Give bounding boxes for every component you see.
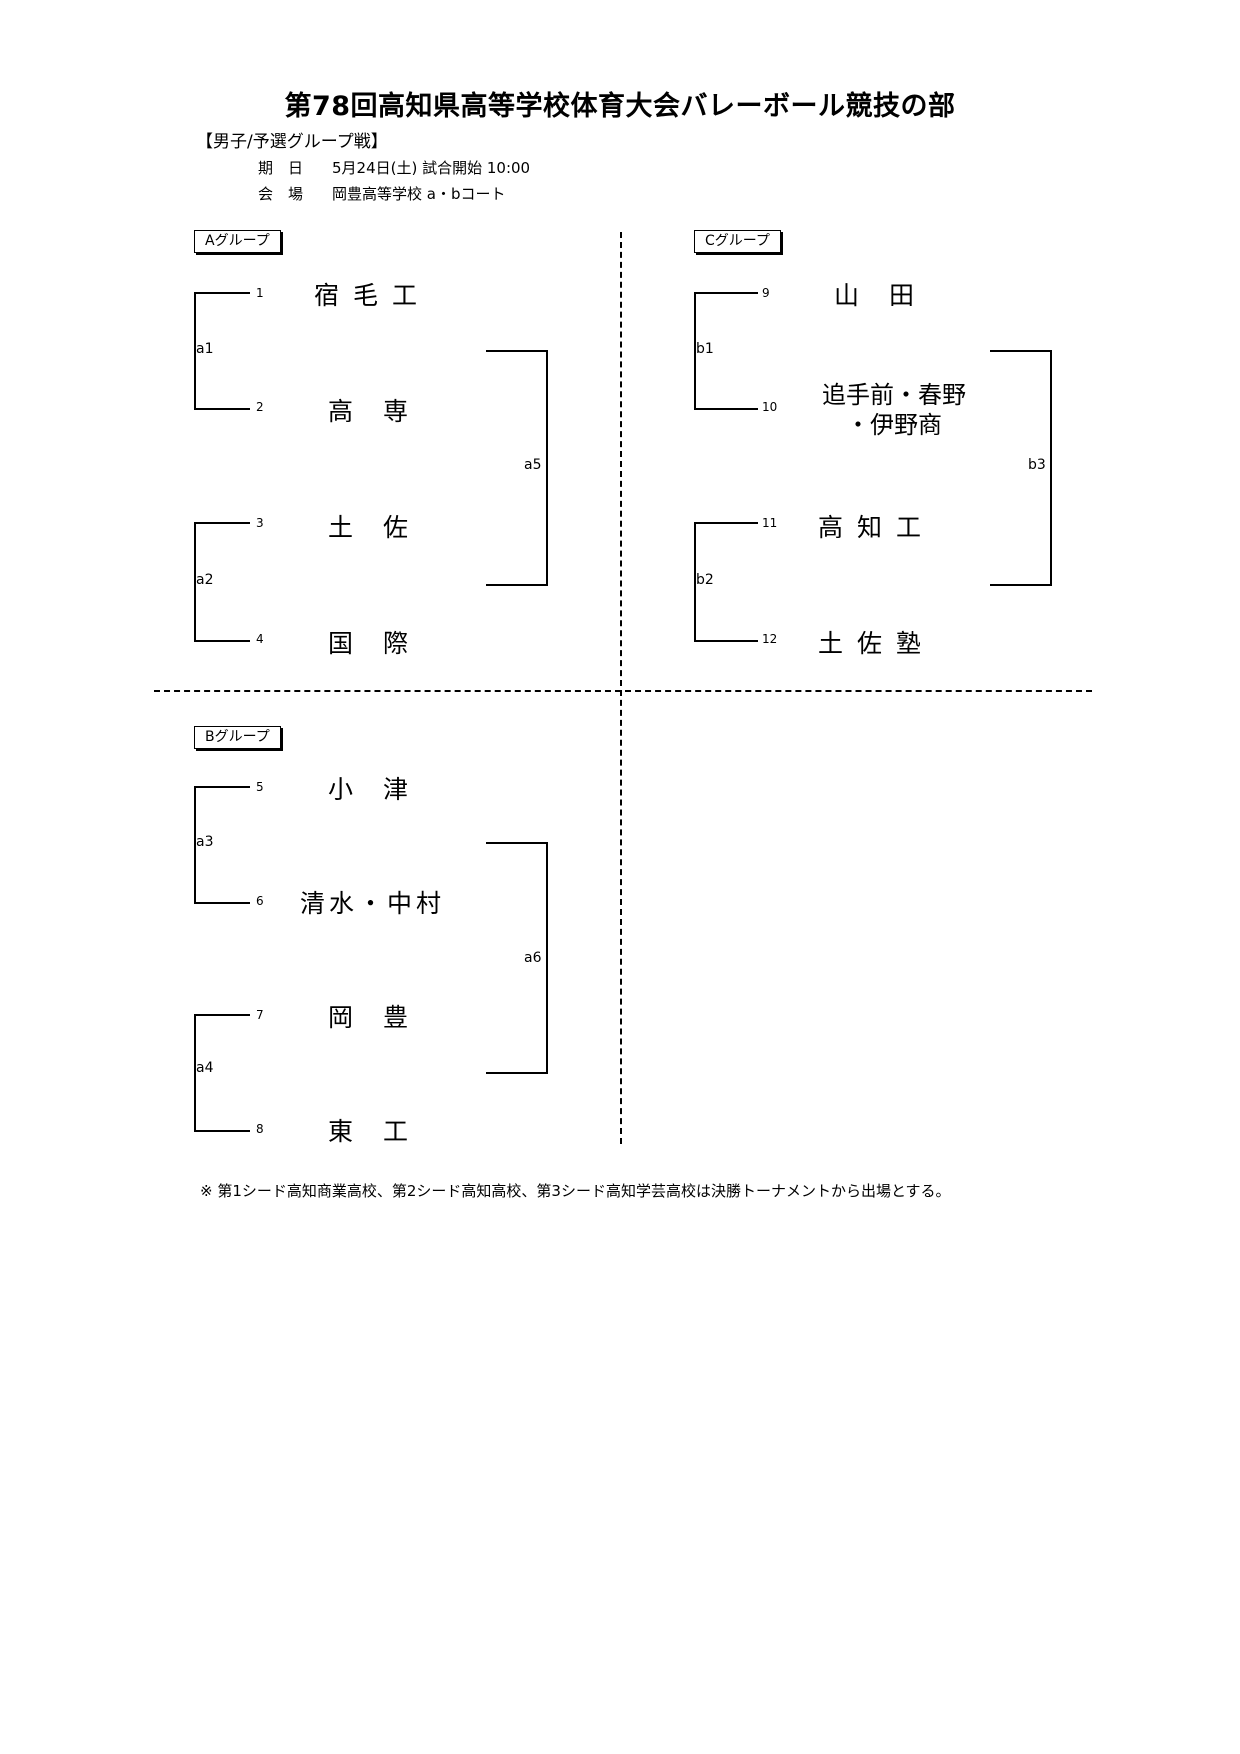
team-number: 11 <box>762 516 778 530</box>
team-name: 岡豊 <box>328 1003 439 1032</box>
date-label: 期 日 <box>258 159 304 177</box>
team-name: 追手前・春野 ・伊野商 <box>814 380 974 440</box>
bracket-b2 <box>694 522 758 642</box>
venue-label: 会 場 <box>258 185 304 203</box>
team-name: 山田 <box>834 281 945 310</box>
venue-value: 岡豊高等学校 a・bコート <box>332 185 506 203</box>
page-title: 第78回高知県高等学校体育大会バレーボール競技の部 <box>284 91 956 122</box>
bracket-a4 <box>194 1014 250 1132</box>
group-b-label: Bグループ <box>194 726 281 749</box>
team-number: 5 <box>256 780 264 794</box>
team-number: 3 <box>256 516 264 530</box>
match-label: a6 <box>524 950 542 966</box>
group-a-label: Aグループ <box>194 230 281 253</box>
bracket-a1 <box>194 292 250 410</box>
match-label: a4 <box>196 1060 214 1076</box>
team-name: 小津 <box>328 775 439 804</box>
team-name: 土佐塾 <box>818 629 936 658</box>
team-name: 清水・中村 <box>300 889 446 918</box>
bracket-a2 <box>194 522 250 642</box>
match-label: a1 <box>196 341 214 357</box>
team-name-line: 追手前・春野 <box>822 381 966 409</box>
team-name: 土佐 <box>328 513 439 542</box>
match-label: a3 <box>196 834 214 850</box>
match-label: b1 <box>696 341 714 357</box>
team-number: 8 <box>256 1122 264 1136</box>
match-label: b3 <box>1028 457 1046 473</box>
team-name: 宿毛工 <box>314 281 432 310</box>
footnote: ※ 第1シード高知商業高校、第2シード高知高校、第3シード高知学芸高校は決勝トー… <box>200 1182 951 1200</box>
bracket-b1 <box>694 292 758 410</box>
team-name: 東工 <box>328 1117 439 1146</box>
match-label: a2 <box>196 572 214 588</box>
bracket-a5 <box>486 350 548 586</box>
team-name: 高知工 <box>818 513 936 542</box>
match-label: a5 <box>524 457 542 473</box>
team-number: 4 <box>256 632 264 646</box>
match-label: b2 <box>696 572 714 588</box>
team-name-line: ・伊野商 <box>846 411 942 439</box>
vertical-divider <box>620 232 622 1144</box>
group-c-label: Cグループ <box>694 230 781 253</box>
team-name: 国際 <box>328 629 439 658</box>
bracket-a3 <box>194 786 250 904</box>
horizontal-divider <box>154 690 1092 692</box>
bracket-b3 <box>990 350 1052 586</box>
team-number: 12 <box>762 632 778 646</box>
team-number: 7 <box>256 1008 264 1022</box>
team-number: 10 <box>762 400 778 414</box>
team-number: 6 <box>256 894 264 908</box>
bracket-a6 <box>486 842 548 1074</box>
team-number: 1 <box>256 286 264 300</box>
team-number: 2 <box>256 400 264 414</box>
team-name: 高専 <box>328 397 439 426</box>
date-value: 5月24日(土) 試合開始 10:00 <box>332 159 531 177</box>
section-subtitle: 【男子/予選グループ戦】 <box>196 132 388 152</box>
team-number: 9 <box>762 286 770 300</box>
